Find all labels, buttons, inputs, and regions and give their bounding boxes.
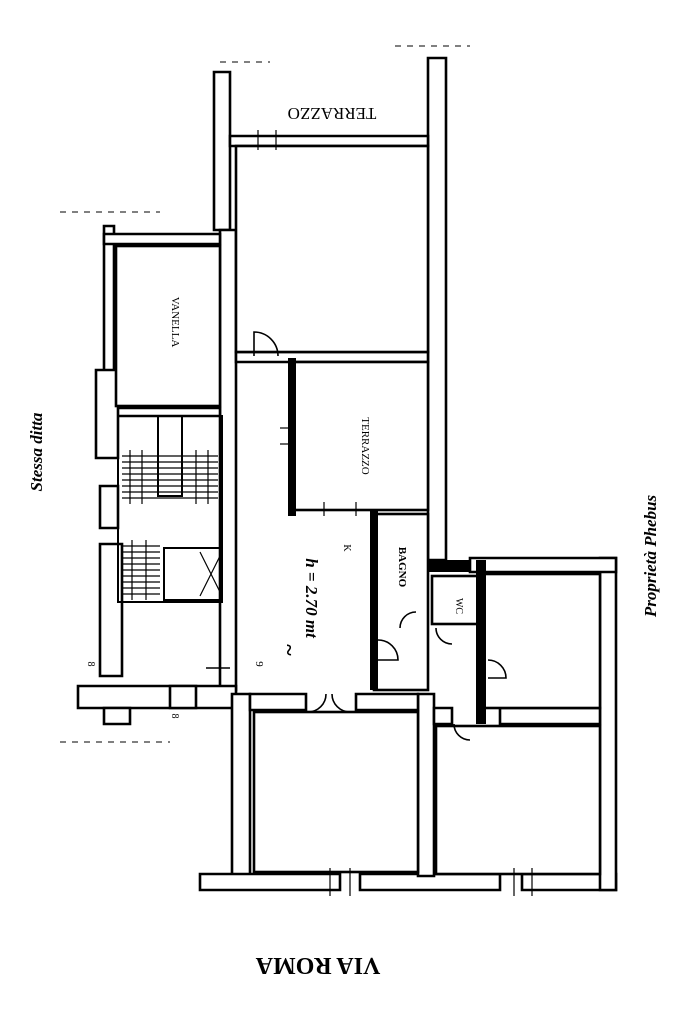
room-labels: TERRAZZO VANELLA TERRAZZO BAGNO WC K xyxy=(169,104,464,614)
height-value: h = 2.70 mt xyxy=(302,558,321,639)
height-tilde: ~ xyxy=(277,644,302,656)
ceiling-height-note: ~ h = 2.70 mt xyxy=(277,558,321,656)
doors xyxy=(206,331,507,741)
mark-8-b: 8 xyxy=(169,714,180,719)
neighbor-right-label: Proprietà Phebus xyxy=(641,494,660,618)
kitchen-mark: K xyxy=(341,544,352,552)
scan-dashes xyxy=(60,45,470,743)
stair-core xyxy=(117,415,223,603)
inner-walls xyxy=(114,144,602,876)
room-label-vanella: VANELLA xyxy=(169,297,181,348)
room-label-terrazzo-mid: TERRAZZO xyxy=(359,417,371,474)
small-marks: 9 8 8 xyxy=(85,661,265,718)
room-label-bagno: BAGNO xyxy=(396,547,408,588)
room-label-terrazzo-top: TERRAZZO xyxy=(288,104,377,123)
window-marks xyxy=(257,130,533,896)
room-label-wc: WC xyxy=(453,598,464,614)
mark-9: 9 xyxy=(253,661,265,667)
street-label: VIA ROMA xyxy=(255,952,380,978)
mark-8-a: 8 xyxy=(85,662,96,667)
neighbor-left-label: Stessa ditta xyxy=(27,412,46,491)
